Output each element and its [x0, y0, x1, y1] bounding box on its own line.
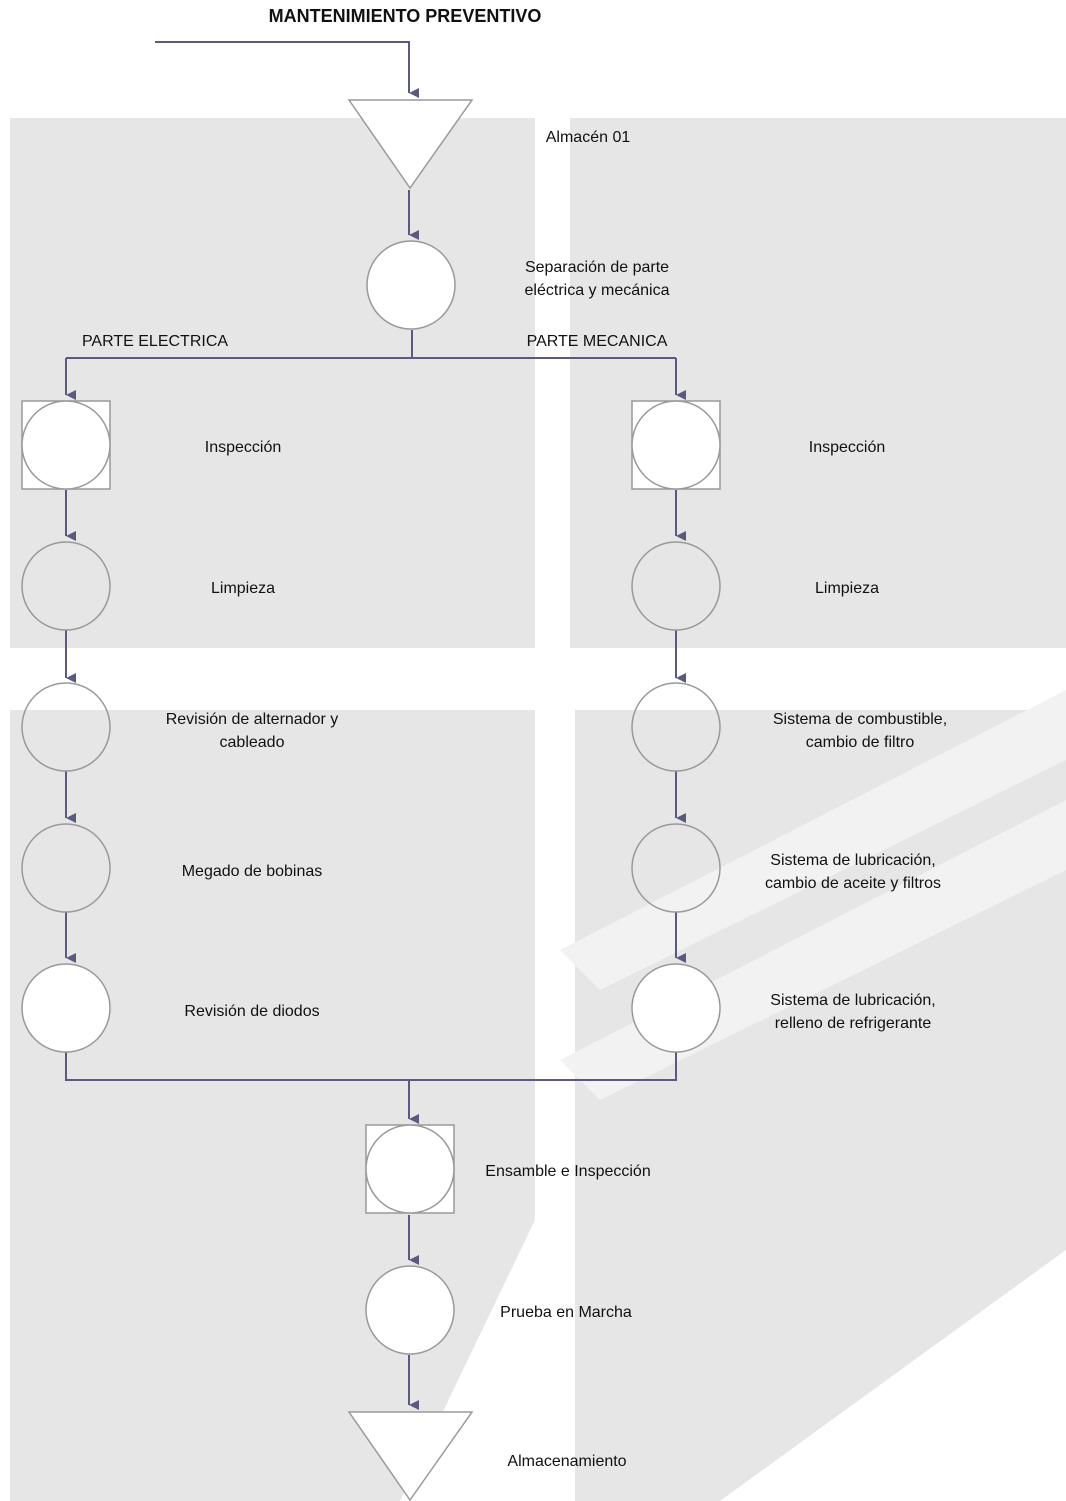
operation-inspeccion-right — [631, 400, 721, 490]
label-prueba: Prueba en Marcha — [500, 1304, 632, 1321]
label-lubricacion-1: Sistema de lubricación, — [770, 852, 935, 869]
branch-label-electrica: PARTE ELECTRICA — [82, 333, 228, 350]
connectors — [65, 41, 686, 1410]
label-ensamble: Ensamble e Inspección — [485, 1163, 650, 1180]
operation-ensamble — [365, 1124, 455, 1214]
label-separacion-1: Separación de parte — [525, 259, 669, 276]
label-inspeccion-left: Inspección — [205, 439, 282, 456]
label-almacen01: Almacén 01 — [546, 129, 631, 146]
operation-limpieza-right — [631, 541, 721, 631]
label-revision-alt-2: cableado — [220, 734, 285, 751]
operation-lubricacion — [631, 823, 721, 913]
operation-megado — [21, 823, 111, 913]
label-revision-alt-1: Revisión de alternador y — [166, 711, 339, 728]
label-refrigerante-2: relleno de refrigerante — [775, 1015, 932, 1032]
shapes — [21, 99, 721, 1501]
operation-revision-alternador — [21, 682, 111, 772]
operation-inspeccion-left — [21, 400, 111, 490]
label-combustible-2: cambio de filtro — [806, 734, 915, 751]
diagram-title: MANTENIMIENTO PREVENTIVO — [269, 6, 542, 26]
label-refrigerante-1: Sistema de lubricación, — [770, 992, 935, 1009]
label-separacion-2: eléctrica y mecánica — [525, 282, 670, 299]
branch-label-mecanica: PARTE MECANICA — [527, 333, 668, 350]
storage-triangle-end — [347, 1411, 474, 1501]
storage-triangle-start — [347, 99, 474, 190]
operation-combustible — [631, 682, 721, 772]
watermark — [10, 118, 1066, 1501]
label-megado: Megado de bobinas — [182, 863, 323, 880]
label-almacenamiento: Almacenamiento — [507, 1453, 626, 1470]
label-lubricacion-2: cambio de aceite y filtros — [765, 875, 941, 892]
operation-prueba — [365, 1265, 455, 1355]
label-limpieza-right: Limpieza — [815, 580, 879, 597]
label-diodos: Revisión de diodos — [184, 1003, 319, 1020]
labels: MANTENIMIENTO PREVENTIVO Almacén 01 Sepa… — [82, 6, 947, 1470]
label-inspeccion-right: Inspección — [809, 439, 886, 456]
operation-diodos — [21, 963, 111, 1053]
operation-limpieza-left — [21, 541, 111, 631]
operation-separacion — [366, 240, 456, 330]
label-combustible-1: Sistema de combustible, — [773, 711, 947, 728]
label-limpieza-left: Limpieza — [211, 580, 275, 597]
operation-refrigerante — [631, 963, 721, 1053]
